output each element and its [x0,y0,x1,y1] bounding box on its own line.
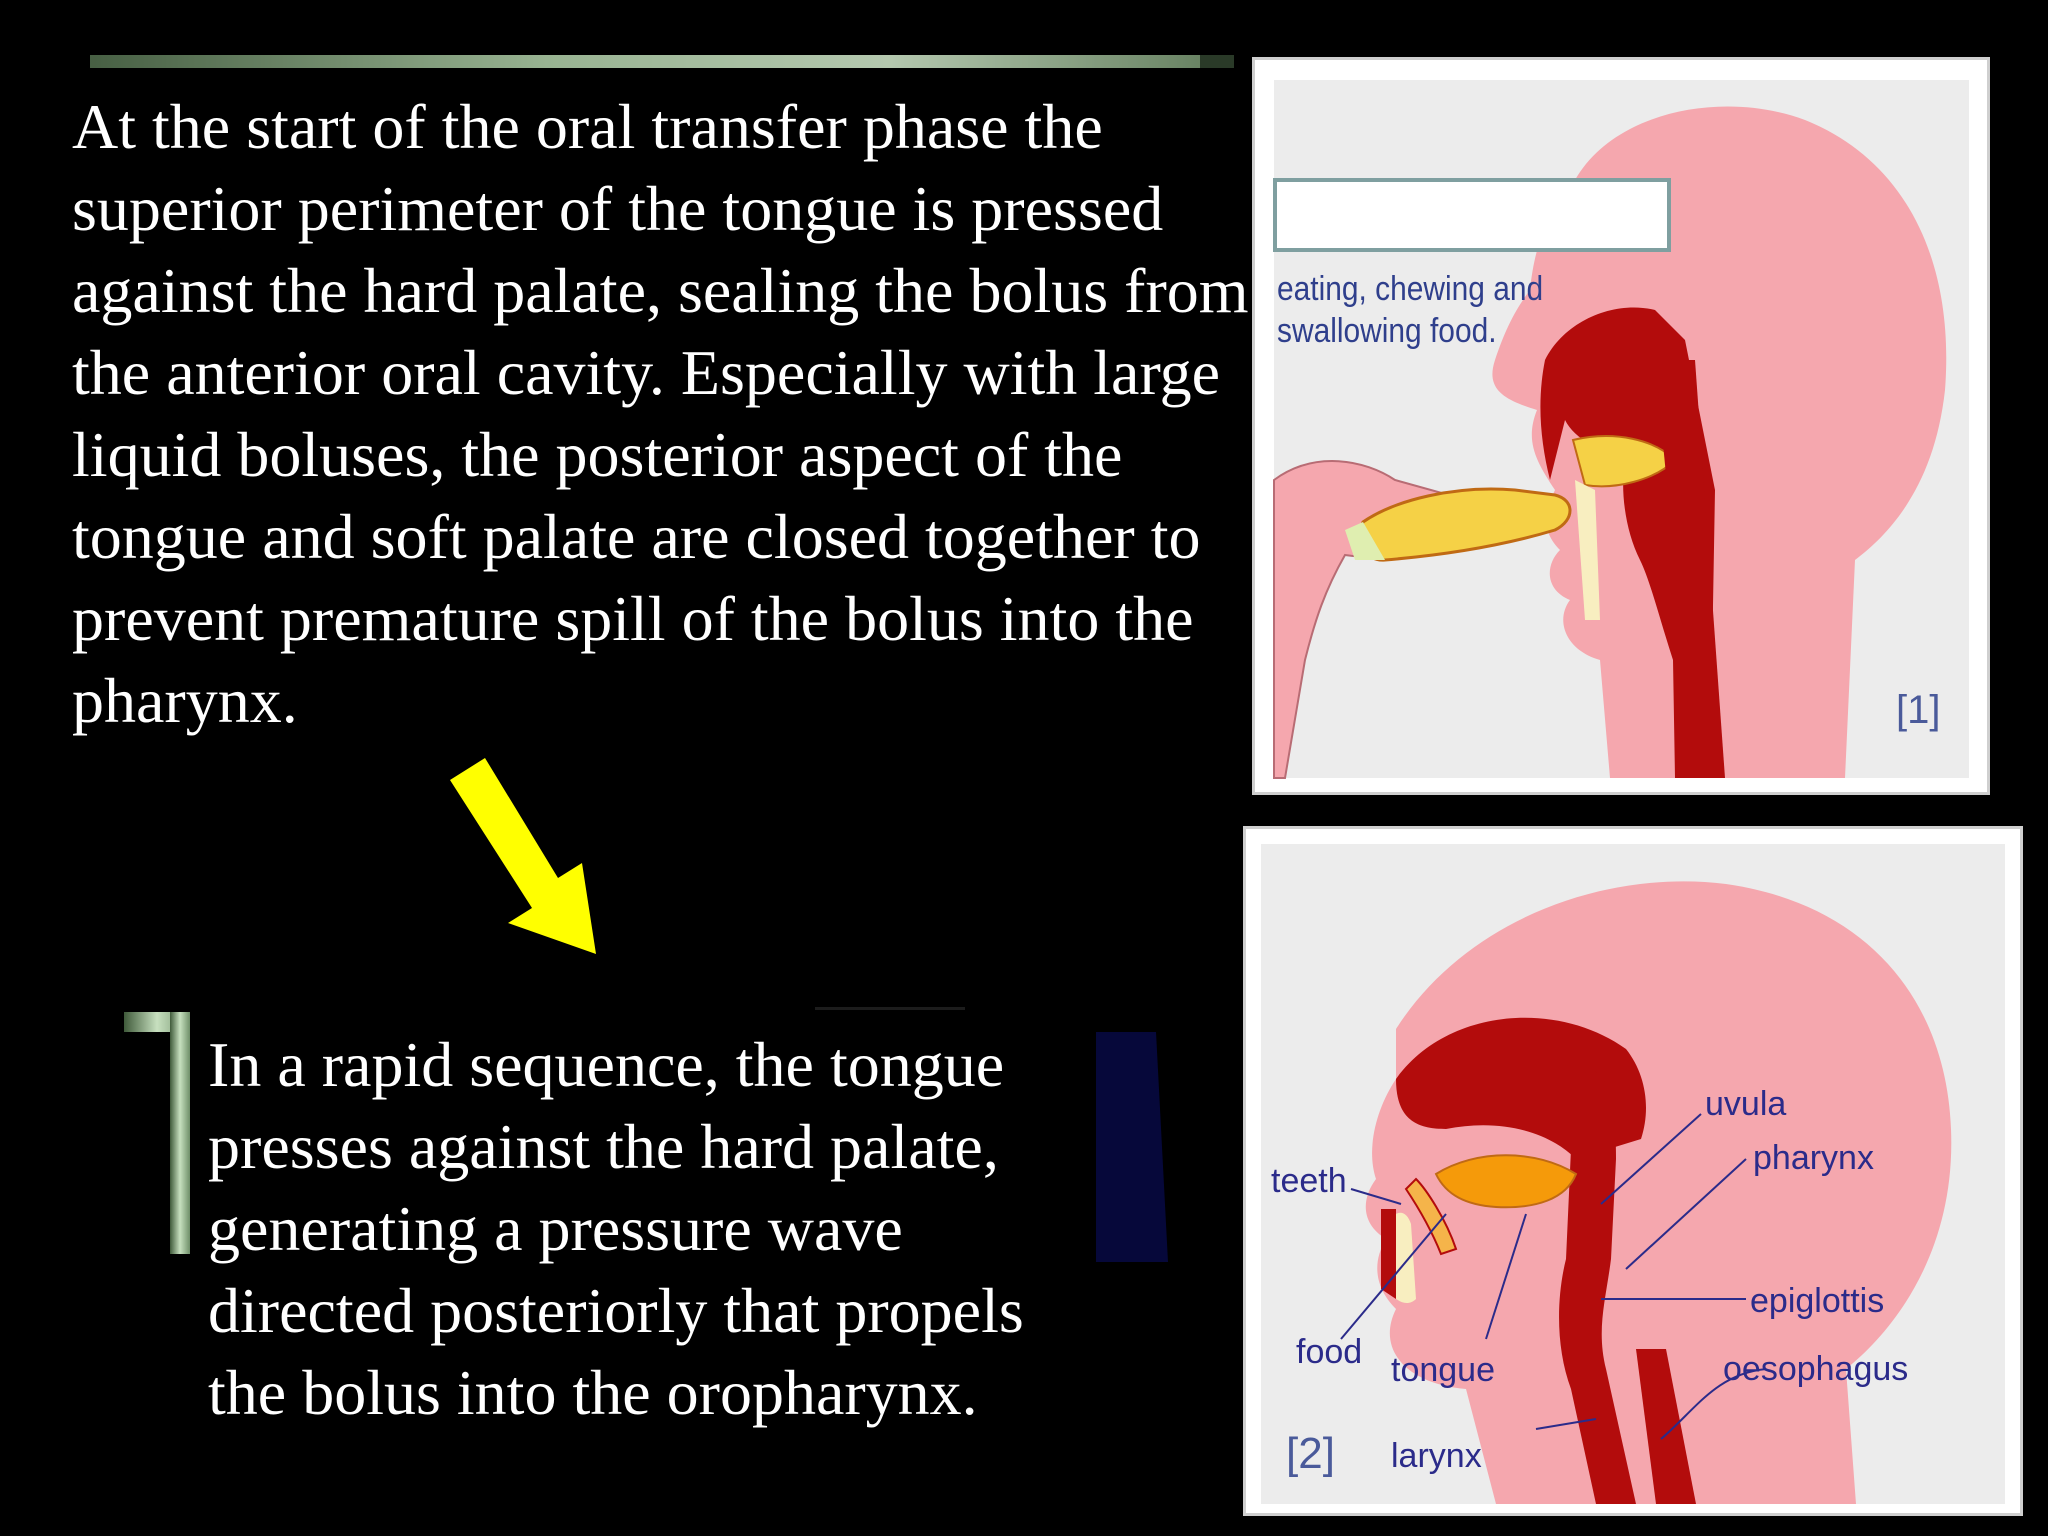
label-epiglottis: epiglottis [1750,1282,1885,1320]
head-eating-illustration [1273,80,1969,779]
label-larynx: larynx [1391,1437,1482,1475]
paragraph-rapid-sequence: In a rapid sequence, the tongue presses … [208,1029,1024,1428]
label-tongue: tongue [1391,1351,1495,1389]
head-anatomy-illustration [1261,844,2005,1504]
down-right-arrow-icon [450,758,596,954]
title-rule-end [1200,55,1234,68]
bracket-bar [124,1012,190,1254]
caption-line-1: eating, chewing and [1277,270,1544,308]
figure1-reference: [1] [1896,688,1941,732]
caption-line-2: swallowing food. [1277,312,1497,350]
label-uvula: uvula [1705,1085,1787,1123]
paragraph-oral-transfer: At the start of the oral transfer phase … [72,91,1249,736]
label-oesophagus: oesophagus [1723,1350,1909,1388]
figure-eating-diagram: eating, chewing and swallowing food. [1] [1252,57,1990,795]
label-food: food [1296,1333,1363,1371]
decorative-navy-shape [1096,1032,1168,1262]
divider-line [815,1007,965,1010]
figure2-reference: [2] [1286,1429,1335,1478]
title-rule [90,55,1233,68]
label-teeth: teeth [1271,1162,1347,1200]
label-pharynx: pharynx [1753,1139,1874,1177]
caption-box [1273,178,1671,252]
figure-swallowing-anatomy: uvula pharynx teeth epiglottis food tong… [1243,826,2023,1516]
